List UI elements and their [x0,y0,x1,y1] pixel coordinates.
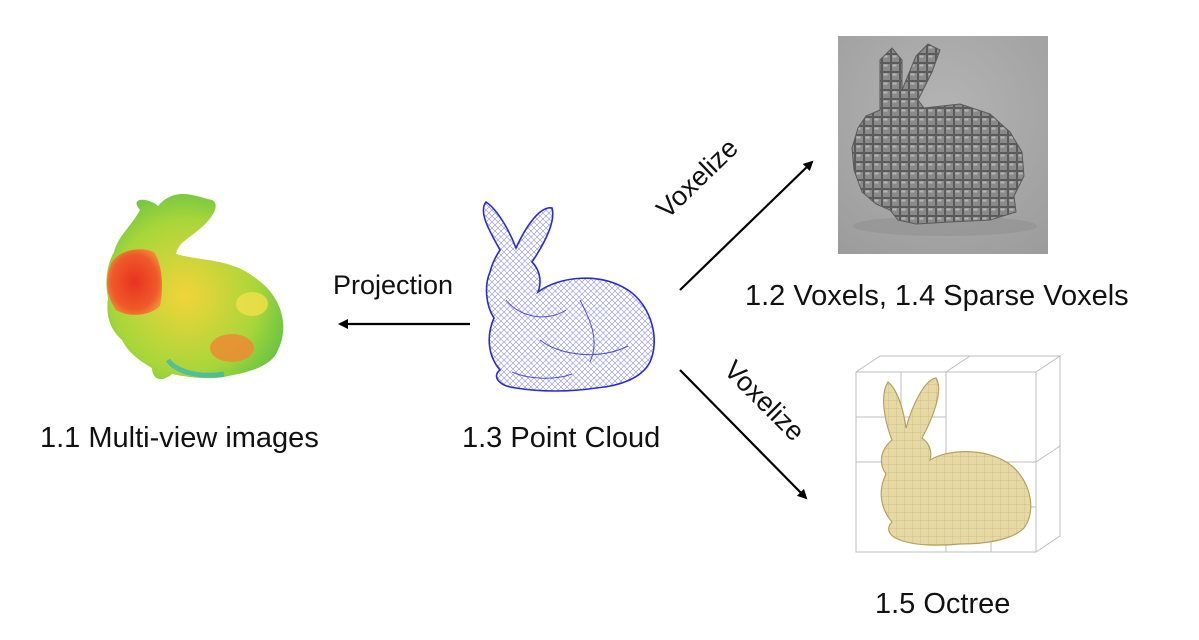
projection-label: Projection [333,270,454,300]
pointcloud-caption: 1.3 Point Cloud [462,422,661,454]
multiview-bunny-icon [106,193,284,380]
voxels-caption: 1.2 Voxels, 1.4 Sparse Voxels [745,280,1129,312]
voxelize-arrow-top [679,160,814,291]
octree-bunny-icon [855,355,1062,553]
octree-caption: 1.5 Octree [875,588,1011,620]
pointcloud-bunny-icon [482,200,655,392]
voxelize-arrow-bottom [679,369,808,500]
voxel-bunny-icon [838,36,1048,254]
multiview-caption: 1.1 Multi-view images [40,422,319,454]
